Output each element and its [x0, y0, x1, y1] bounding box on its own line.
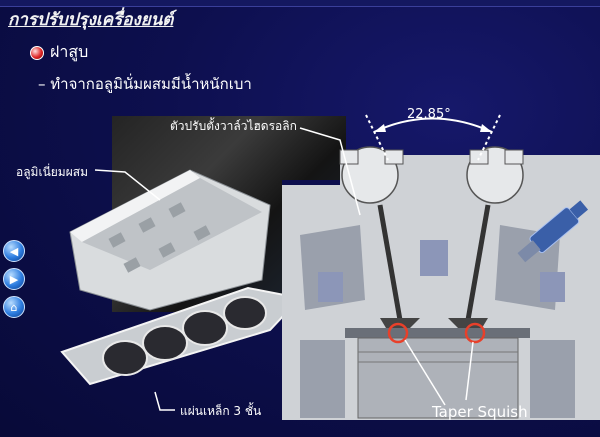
page-title: การปรับปรุงเครื่องยนต์	[8, 10, 174, 30]
squish-highlight-right	[464, 322, 486, 344]
alloy-label: อลูมิเนี่ยมผสม	[16, 165, 88, 179]
gasket-label: แผ่นเหล็ก 3 ชั้น	[180, 404, 262, 418]
taper-squish-label: Taper Squish	[432, 403, 528, 421]
home-button[interactable]: ⌂	[3, 296, 25, 318]
leader-lines	[94, 127, 474, 411]
squish-highlight-left	[387, 322, 409, 344]
bullet-icon	[30, 45, 44, 60]
home-icon: ⌂	[10, 300, 18, 314]
next-button[interactable]: ▶	[3, 268, 25, 290]
top-navigation-bar	[0, 0, 600, 7]
valve-angle-label: 22.85°	[407, 107, 451, 122]
cylinder-head-illustration	[69, 169, 271, 311]
bullet-text-main: ฝาสูบ	[50, 42, 89, 61]
head-gasket-illustration	[60, 286, 302, 386]
bullet-item-main: ฝาสูบ	[30, 40, 88, 65]
fuel-injector-illustration	[517, 200, 589, 263]
right-arrow-icon: ▶	[9, 272, 19, 286]
valve-adjuster-label: ตัวปรับตั้งวาล์วไฮดรอลิก	[170, 119, 297, 133]
prev-button[interactable]: ◀	[3, 240, 25, 262]
bullet-item-sub: – ทำจากอลูมินั่มผสมมีน้ำหนักเบา	[38, 75, 252, 93]
left-arrow-icon: ◀	[9, 244, 19, 258]
engine-cross-section	[282, 146, 600, 420]
valve-angle-annotation	[365, 114, 501, 161]
